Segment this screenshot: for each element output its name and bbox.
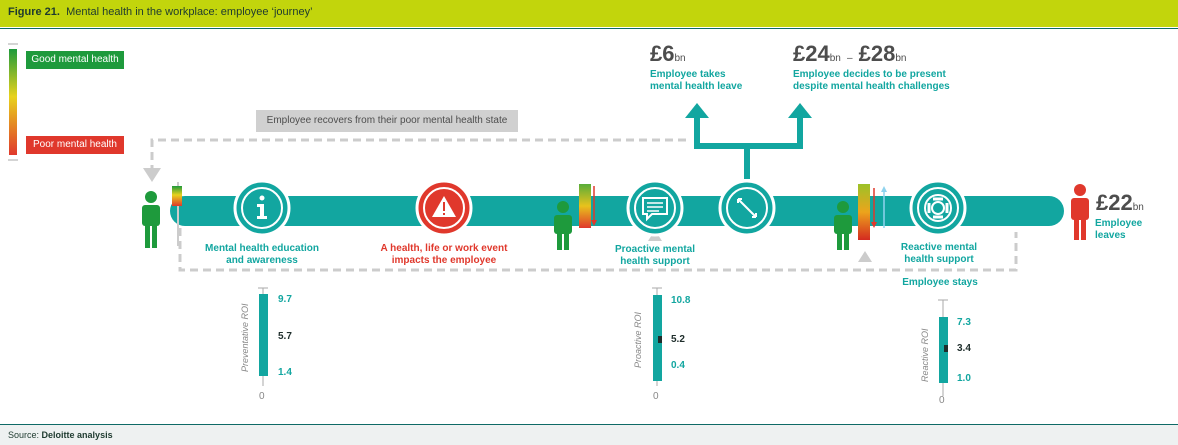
person-icon	[834, 201, 852, 250]
presenteeism-unit: bn	[829, 53, 841, 64]
figure-footer: Source: Deloitte analysis	[0, 424, 1178, 445]
turnover-label: Employee leaves	[1095, 218, 1143, 241]
turnover-cost: £22bn	[1096, 191, 1144, 220]
stage-reactive: Reactive mental health support	[900, 242, 978, 265]
roi-bar-proactive	[652, 287, 662, 386]
stage-stays: Employee stays	[902, 277, 978, 288]
roi-proactive-high: 10.8	[671, 295, 691, 306]
reactive-arrow	[858, 251, 872, 262]
turnover-cost-value: £22	[1096, 190, 1133, 215]
person-icon	[554, 201, 572, 250]
header-rule	[0, 28, 1178, 29]
roi-proactive-low: 0.4	[671, 360, 685, 371]
roi-bar-reactive	[938, 299, 948, 396]
presenteeism-separator: –	[846, 53, 853, 64]
health-indicator	[579, 184, 597, 228]
chat-icon	[626, 179, 684, 237]
figure-label: Figure 21.	[8, 6, 60, 18]
stage-education: Mental health education and awareness	[205, 243, 319, 266]
support-loop	[178, 228, 1018, 272]
source-value: Deloitte analysis	[41, 430, 113, 440]
figure-title-text: Mental health in the workplace: employee…	[66, 6, 313, 18]
decision-icon	[718, 179, 776, 237]
turnover-cost-unit: bn	[1132, 202, 1144, 213]
journey-diagram	[8, 43, 1089, 396]
roi-title-proactive: Proactive ROI	[633, 311, 643, 368]
lifebuoy-icon	[909, 179, 967, 237]
stage-event: A health, life or work event impacts the…	[380, 243, 508, 266]
recovery-loop	[150, 138, 686, 168]
roi-proactive-mid: 5.2	[671, 334, 685, 345]
leave-cost-value: £6	[650, 41, 675, 66]
roi-preventative-low: 1.4	[278, 367, 292, 378]
health-indicator	[172, 182, 182, 246]
decision-fork	[694, 116, 803, 179]
leave-cost-unit: bn	[674, 53, 686, 64]
roi-reactive-mid: 3.4	[957, 343, 971, 354]
fork-arrow-left	[685, 103, 709, 118]
recovery-arrow	[143, 168, 161, 182]
presenteeism-high: £28	[858, 41, 896, 66]
roi-title-preventative: Preventative ROI	[240, 303, 250, 372]
health-scale	[8, 43, 18, 161]
source-label: Source:	[8, 430, 40, 440]
roi-proactive-zero: 0	[653, 391, 659, 402]
presenteeism-unit-2: bn	[895, 53, 907, 64]
roi-reactive-zero: 0	[939, 395, 945, 406]
stage-proactive: Proactive mental health support	[614, 244, 696, 267]
roi-preventative-zero: 0	[259, 391, 265, 402]
figure-title: Figure 21. Mental health in the workplac…	[8, 6, 313, 18]
roi-reactive-low: 1.0	[957, 373, 971, 384]
person-icon	[142, 191, 160, 248]
legend-good: Good mental health	[26, 51, 124, 69]
leave-label: Employee takes mental health leave	[650, 69, 743, 92]
roi-reactive-high: 7.3	[957, 317, 971, 328]
presenteeism-label: Employee decides to be present despite m…	[793, 69, 950, 92]
fork-arrow-right	[788, 103, 812, 118]
figure-header: Figure 21. Mental health in the workplac…	[0, 0, 1178, 27]
health-indicator	[858, 184, 887, 240]
roi-preventative-high: 9.7	[278, 294, 292, 305]
legend-poor: Poor mental health	[26, 136, 124, 154]
warning-icon	[415, 179, 473, 237]
presenteeism-low: £24	[793, 41, 830, 66]
source-note: Source: Deloitte analysis	[8, 430, 113, 440]
recovery-label: Employee recovers from their poor mental…	[256, 110, 518, 132]
info-icon	[233, 179, 291, 237]
leaving-person-icon	[1071, 184, 1089, 240]
leave-cost: £6bn	[650, 42, 686, 71]
roi-preventative-mid: 5.7	[278, 331, 292, 342]
presenteeism-cost: £24bn – £28bn	[793, 42, 907, 71]
roi-bar-preventative	[258, 287, 268, 386]
roi-title-reactive: Reactive ROI	[920, 328, 930, 382]
